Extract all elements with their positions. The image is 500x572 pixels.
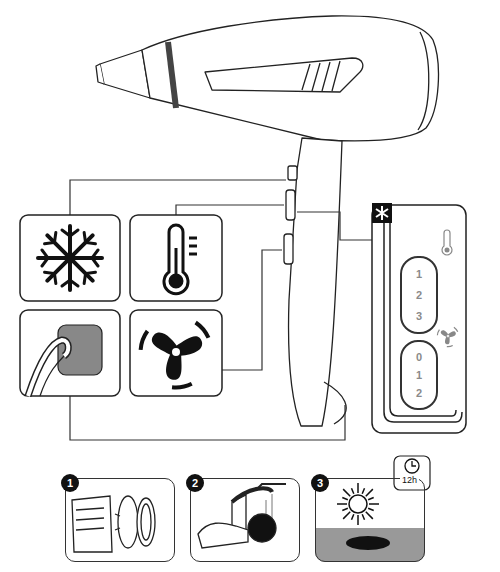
icon-box <box>20 215 120 301</box>
speed-switch <box>284 234 293 264</box>
step-box: 312h <box>315 478 425 562</box>
vent-slats <box>302 61 340 91</box>
step-box: 2 <box>190 478 300 562</box>
step1-filter-removal <box>72 496 155 552</box>
cool-shot-button <box>288 166 297 180</box>
icon-box <box>130 215 222 301</box>
setting-number: 1 <box>416 268 422 280</box>
side-vent <box>205 58 363 92</box>
step2-rinse-filter <box>198 484 286 548</box>
fan-icon <box>139 322 209 389</box>
step3-dry-filter <box>315 528 425 562</box>
rear-rim <box>418 32 429 130</box>
callout-number: 2 <box>186 474 204 492</box>
dryer-body <box>142 16 438 141</box>
icon-box <box>20 310 120 396</box>
control-panel <box>372 203 466 433</box>
handle <box>289 138 343 426</box>
callout-number: 3 <box>311 474 329 492</box>
icon-box <box>130 310 222 396</box>
dark-band <box>168 42 176 108</box>
heat-switch <box>286 190 295 220</box>
hanging-loop <box>324 382 346 424</box>
snowflake-icon <box>38 226 102 290</box>
setting-number: 3 <box>416 310 422 322</box>
sun-icon <box>337 483 379 525</box>
step-box: 1 <box>65 478 175 562</box>
temperature-button: 1 2 3 <box>400 256 438 334</box>
nozzle-tip <box>96 64 104 84</box>
time-label: 12h <box>400 475 419 485</box>
callout-number: 1 <box>61 474 79 492</box>
setting-number: 1 <box>416 369 422 381</box>
hook-icon <box>28 325 102 396</box>
thermometer-icon <box>164 225 197 294</box>
setting-number: 2 <box>416 387 422 399</box>
speed-button: 0 1 2 <box>400 340 438 410</box>
setting-number: 2 <box>416 289 422 301</box>
nozzle <box>100 50 150 98</box>
setting-number: 0 <box>416 351 422 363</box>
